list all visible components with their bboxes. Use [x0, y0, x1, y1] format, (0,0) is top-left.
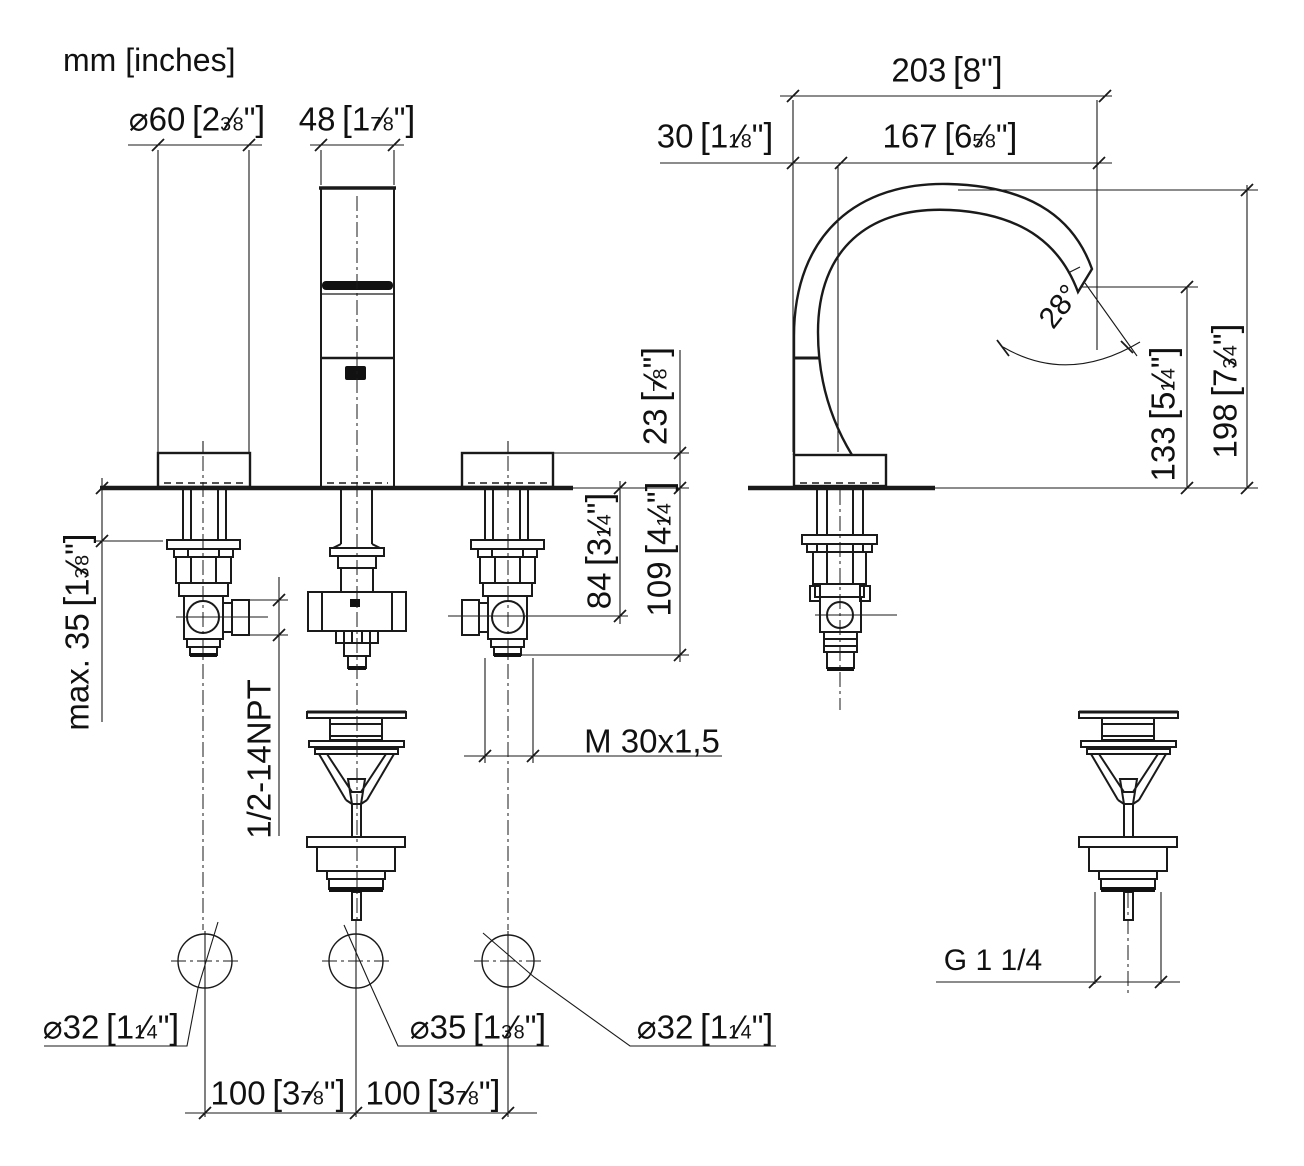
- side-centerlines: [839, 490, 1129, 997]
- center-valve-mark: [350, 599, 360, 607]
- side-dimension-ticks: [786, 89, 1254, 495]
- left-handle-base: [156, 451, 252, 489]
- dim-label-203: 203 [8"]: [891, 50, 1003, 90]
- dim-label-m30: M 30x1,5: [584, 722, 720, 760]
- side-valve-outline: [801, 490, 878, 669]
- dim-label-23: 23 [7⁄8"]: [635, 346, 675, 446]
- spout-side-tip-mark: [1067, 266, 1081, 274]
- dim-label-84: 84 [31⁄4"]: [579, 492, 619, 610]
- right-valve-outline: [461, 489, 545, 656]
- side-valve-bottom-bar: [827, 667, 854, 671]
- dim-label-30: 30 [11⁄8"]: [656, 116, 774, 156]
- drain-bottom-bar: [329, 887, 383, 892]
- dim-label-133: 133 [51⁄4"]: [1143, 346, 1183, 482]
- angle-arc: [1002, 341, 1141, 366]
- dim-label-dia35: ⌀35 [13⁄8"]: [409, 1007, 547, 1047]
- drain-assembly-side-copy: [1077, 710, 1180, 922]
- front-centerlines: [171, 196, 542, 962]
- dim-label-198: 198 [73⁄4"]: [1205, 323, 1245, 459]
- front-dimension-lines: [94, 144, 1180, 1117]
- units-note: mm [inches]: [63, 42, 236, 78]
- dim-label-npt: 1/2-14NPT: [240, 679, 278, 839]
- side-view: [660, 89, 1258, 997]
- left-valve-outline: [166, 489, 250, 656]
- dim-label-48: 48 [17⁄8"]: [298, 99, 416, 139]
- dim-label-109: 109 [41⁄4"]: [639, 481, 679, 617]
- dim-label-g114: G 1 1/4: [943, 944, 1043, 977]
- dim-label-dia32-left: ⌀32 [11⁄4"]: [42, 1007, 180, 1047]
- dim-label-100-right: 100 [37⁄8"]: [365, 1073, 501, 1113]
- dim-label-dia60: ⌀60 [23⁄8"]: [128, 99, 266, 139]
- front-dimension-ticks: [95, 138, 1168, 1120]
- dim-label-167: 167 [65⁄8"]: [882, 116, 1018, 156]
- left-valve-bottom-bar: [190, 653, 217, 657]
- front-leader-lines: [44, 921, 776, 1047]
- spout-front-sensor-mark: [345, 366, 366, 380]
- spout-side-base: [792, 453, 888, 488]
- spout-side-outline: [792, 182, 1094, 456]
- center-valve-outline: [307, 489, 407, 669]
- dim-label-max35: max. 35 [13⁄8"]: [57, 533, 97, 731]
- side-dimension-lines: [660, 95, 1258, 616]
- dim-label-dia32-right: ⌀32 [11⁄4"]: [636, 1007, 774, 1047]
- dim-label-100-left: 100 [37⁄8"]: [210, 1073, 346, 1113]
- right-valve-bottom-bar: [494, 653, 521, 657]
- drain-outline: [306, 711, 407, 921]
- front-view: [44, 138, 1180, 1120]
